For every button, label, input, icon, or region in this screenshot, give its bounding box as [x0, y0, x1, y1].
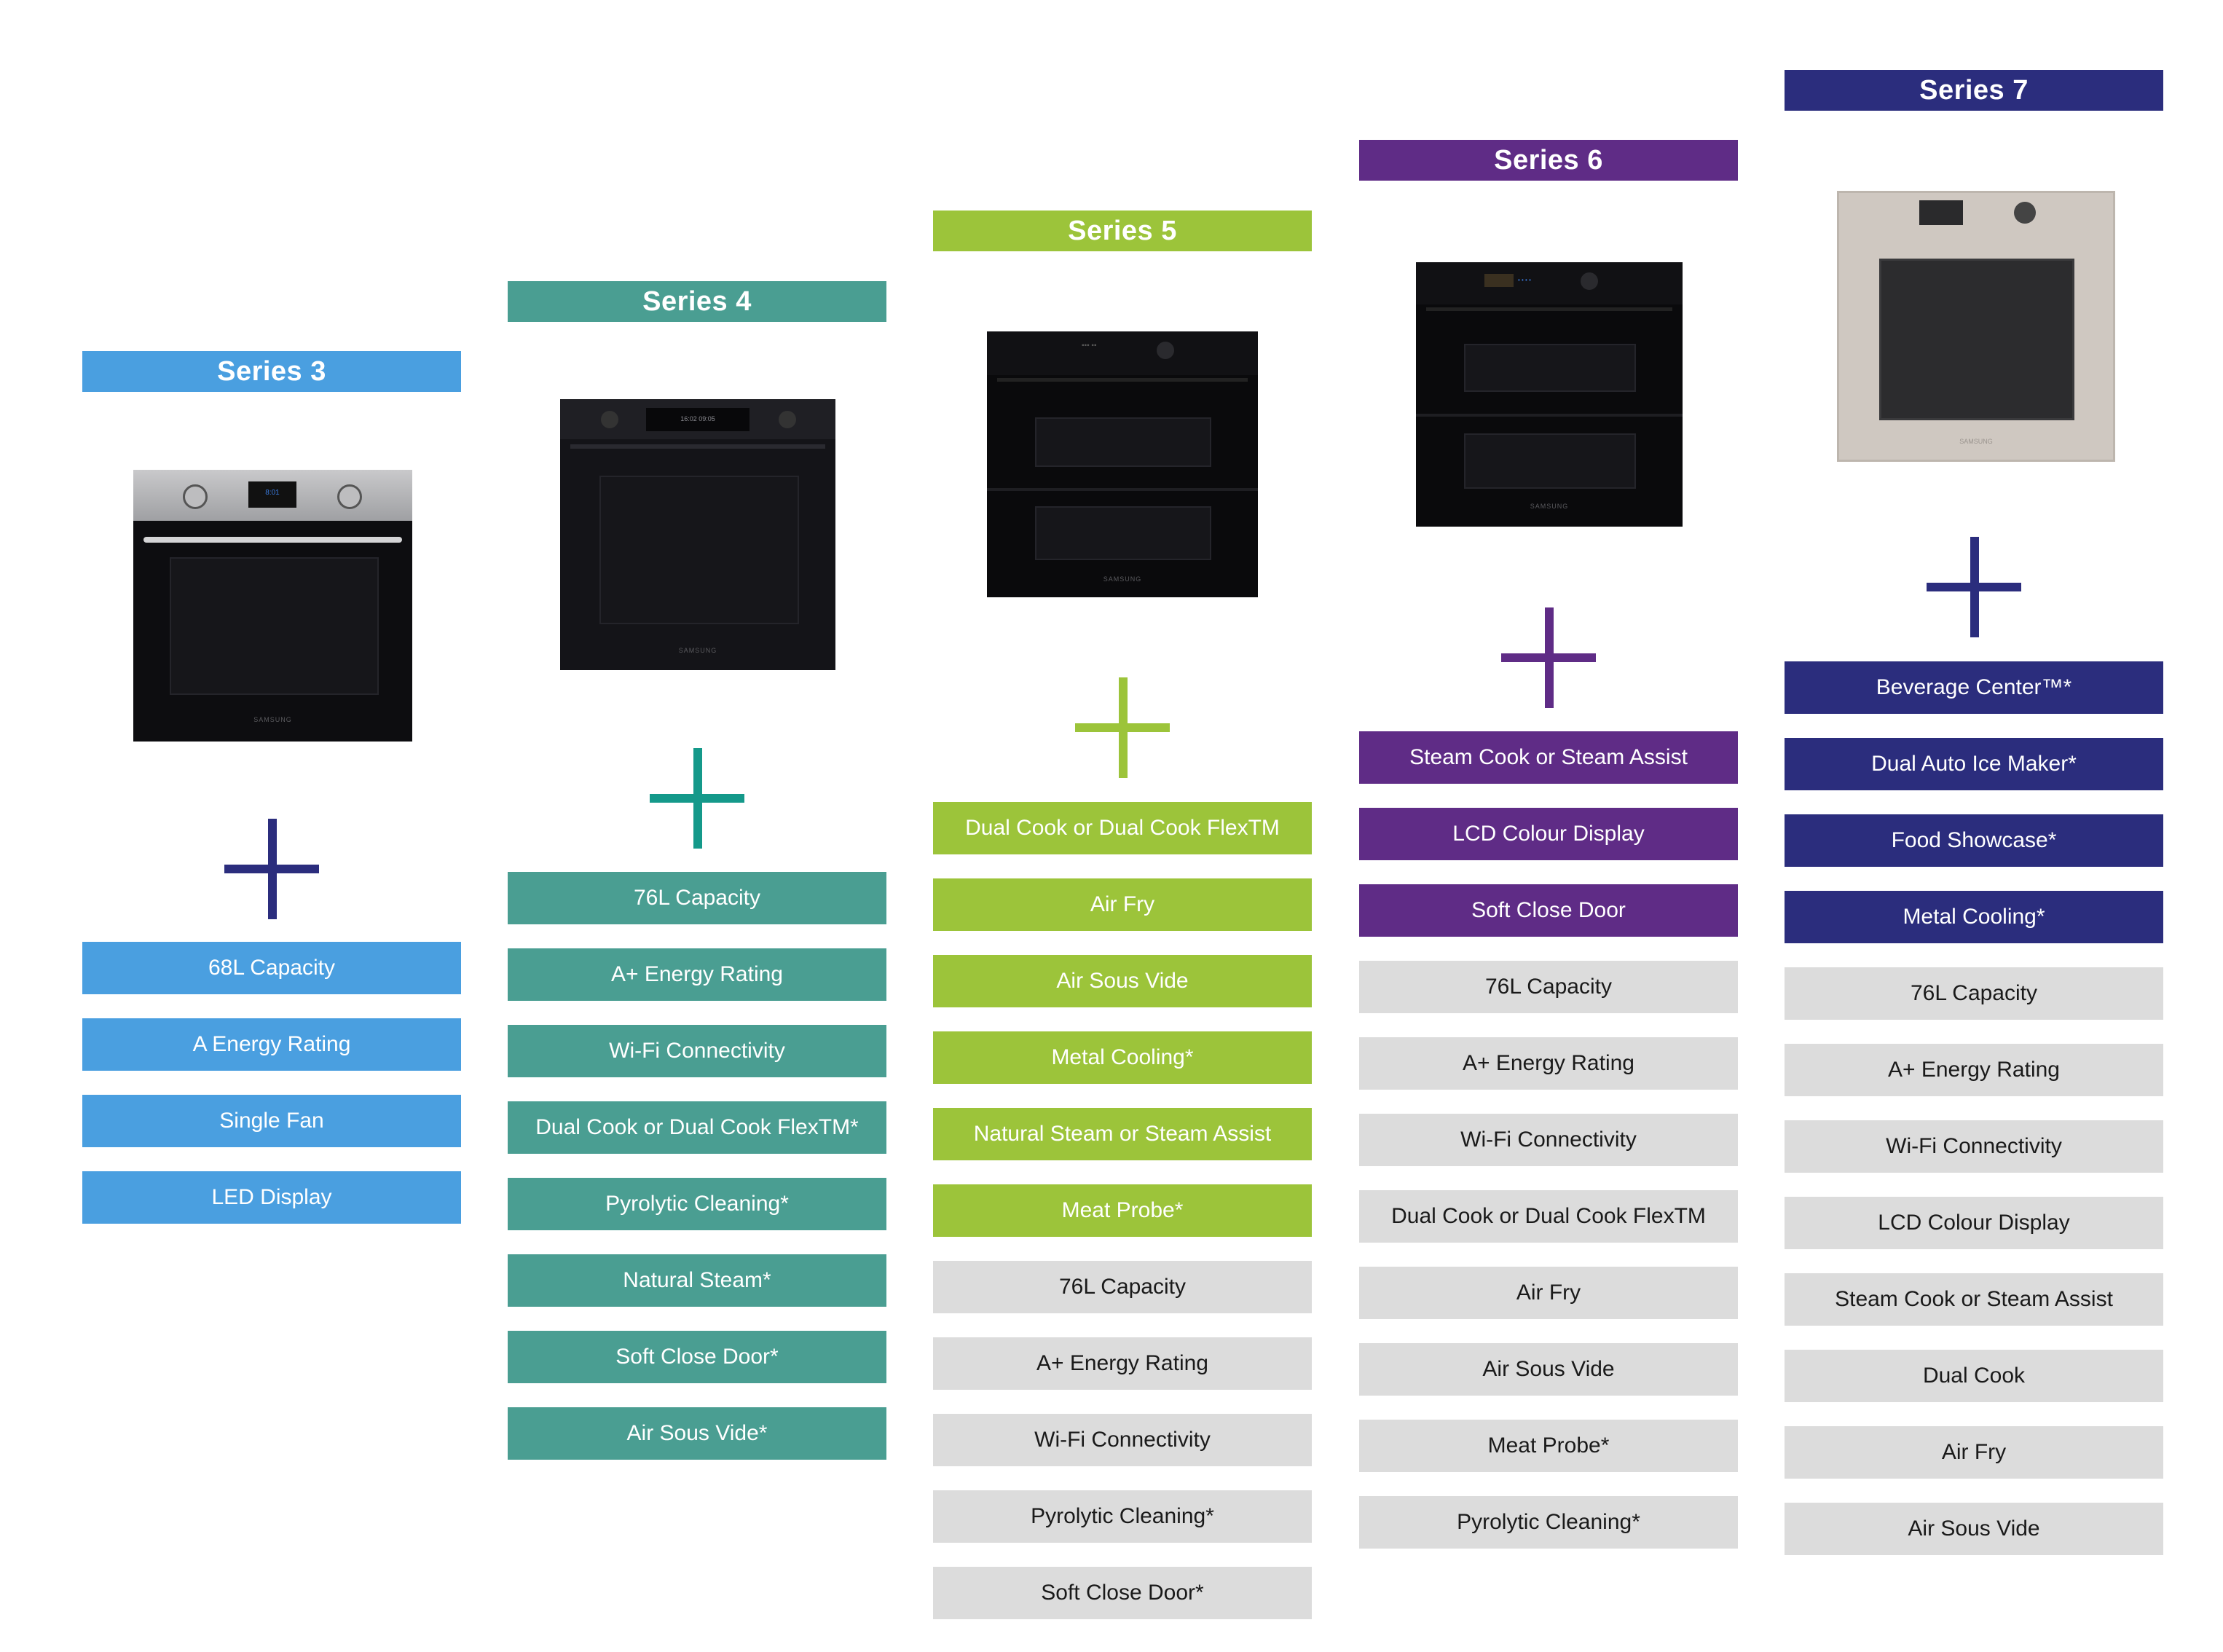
feature-item: 68L Capacity [82, 942, 461, 994]
feature-item: Pyrolytic Cleaning* [508, 1178, 886, 1230]
series-title: Series 6 [1359, 140, 1738, 181]
feature-item: A Energy Rating [82, 1018, 461, 1071]
feature-item: Dual Cook or Dual Cook FlexTM [1359, 1190, 1738, 1243]
feature-item: A+ Energy Rating [1359, 1037, 1738, 1090]
feature-item: 76L Capacity [508, 872, 886, 924]
plus-icon [1501, 607, 1596, 708]
stainless-oven-image: 8:01 SAMSUNG [133, 470, 412, 742]
series-title: Series 3 [82, 351, 461, 392]
feature-item: Soft Close Door [1359, 884, 1738, 937]
feature-item: 76L Capacity [933, 1261, 1312, 1313]
feature-item: Natural Steam or Steam Assist [933, 1108, 1312, 1160]
feature-item: Steam Cook or Steam Assist [1785, 1273, 2163, 1326]
feature-item: Food Showcase* [1785, 814, 2163, 867]
feature-item: Pyrolytic Cleaning* [1359, 1496, 1738, 1549]
feature-item: A+ Energy Rating [1785, 1044, 2163, 1096]
feature-item: Wi-Fi Connectivity [933, 1414, 1312, 1466]
feature-item: Pyrolytic Cleaning* [933, 1490, 1312, 1543]
feature-item: Meat Probe* [933, 1184, 1312, 1237]
feature-list: Steam Cook or Steam Assist LCD Colour Di… [1359, 731, 1738, 1573]
feature-item: Natural Steam* [508, 1254, 886, 1307]
plus-icon [1075, 677, 1170, 778]
feature-item: A+ Energy Rating [508, 948, 886, 1001]
feature-list: 68L Capacity A Energy Rating Single Fan … [82, 942, 461, 1248]
plus-icon [650, 748, 744, 849]
plus-icon [1927, 537, 2021, 637]
feature-list: Dual Cook or Dual Cook FlexTM Air Fry Ai… [933, 802, 1312, 1643]
feature-item: LED Display [82, 1171, 461, 1224]
feature-item: Metal Cooling* [933, 1031, 1312, 1084]
feature-item: Soft Close Door* [933, 1567, 1312, 1619]
feature-item: Meat Probe* [1359, 1420, 1738, 1472]
feature-item: Dual Auto Ice Maker* [1785, 738, 2163, 790]
series-title: Series 7 [1785, 70, 2163, 111]
feature-item: LCD Colour Display [1359, 808, 1738, 860]
feature-item: A+ Energy Rating [933, 1337, 1312, 1390]
series-title: Series 5 [933, 211, 1312, 251]
series-title: Series 4 [508, 281, 886, 322]
feature-item: Single Fan [82, 1095, 461, 1147]
feature-item: Wi-Fi Connectivity [1785, 1120, 2163, 1173]
beige-oven-image: SAMSUNG [1837, 191, 2115, 462]
feature-item: Metal Cooling* [1785, 891, 2163, 943]
feature-item: Wi-Fi Connectivity [1359, 1114, 1738, 1166]
feature-item: 76L Capacity [1359, 961, 1738, 1013]
feature-list: Beverage Center™* Dual Auto Ice Maker* F… [1785, 661, 2163, 1579]
feature-item: Air Fry [1785, 1426, 2163, 1479]
feature-item: Air Fry [933, 878, 1312, 931]
plus-icon [224, 819, 319, 919]
feature-list: 76L Capacity A+ Energy Rating Wi-Fi Conn… [508, 872, 886, 1484]
feature-item: Wi-Fi Connectivity [508, 1025, 886, 1077]
feature-item: Air Sous Vide* [508, 1407, 886, 1460]
black-oven-image: 16:02 09:05 SAMSUNG [560, 399, 835, 670]
feature-item: Air Sous Vide [933, 955, 1312, 1007]
feature-item: LCD Colour Display [1785, 1197, 2163, 1249]
feature-item: Air Fry [1359, 1267, 1738, 1319]
feature-item: 76L Capacity [1785, 967, 2163, 1020]
feature-item: Air Sous Vide [1359, 1343, 1738, 1396]
feature-item: Steam Cook or Steam Assist [1359, 731, 1738, 784]
feature-item: Soft Close Door* [508, 1331, 886, 1383]
feature-item: Air Sous Vide [1785, 1503, 2163, 1555]
feature-item: Dual Cook [1785, 1350, 2163, 1402]
flex-oven-image: ▪▪▪ ▪▪ SAMSUNG [987, 331, 1258, 597]
lcd-flex-oven-image: • • • • SAMSUNG [1416, 262, 1683, 527]
feature-item: Beverage Center™* [1785, 661, 2163, 714]
feature-item: Dual Cook or Dual Cook FlexTM [933, 802, 1312, 854]
feature-item: Dual Cook or Dual Cook FlexTM* [508, 1101, 886, 1154]
